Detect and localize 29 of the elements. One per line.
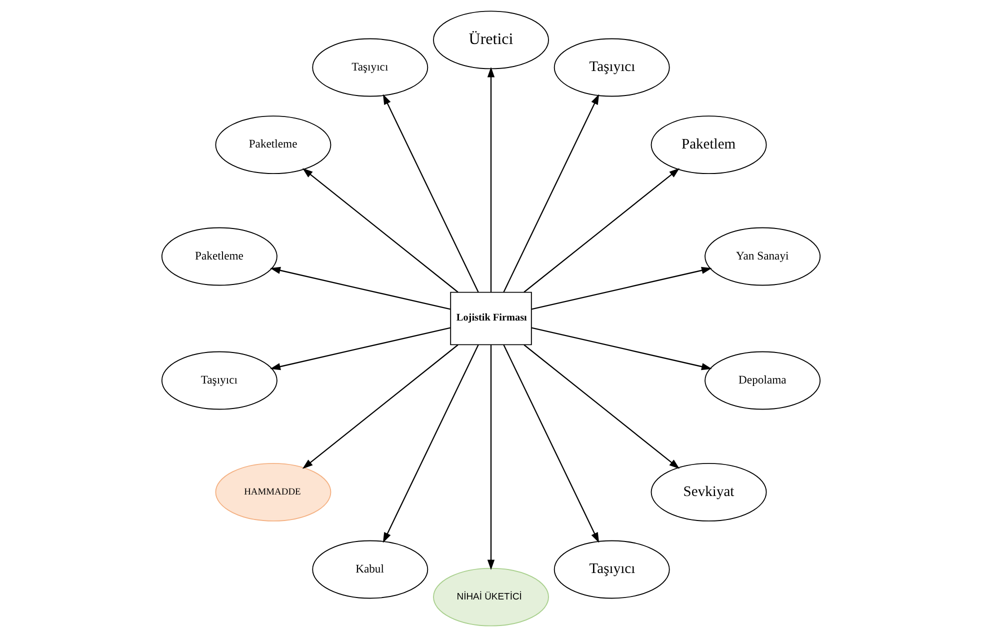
arrow xyxy=(531,327,712,370)
arrow xyxy=(523,344,680,469)
arrow xyxy=(502,344,599,543)
arrow xyxy=(486,344,494,570)
node-ellipse: NİHAİ ÜKETİCİ xyxy=(432,568,548,626)
arrow xyxy=(302,344,458,469)
arrow xyxy=(302,168,458,293)
node-ellipse: Taşıyıcı xyxy=(160,351,277,410)
arrow xyxy=(270,327,450,370)
arrow xyxy=(531,266,712,310)
node-ellipse: Sevkiyat xyxy=(650,462,766,522)
arrow xyxy=(502,94,599,292)
arrow xyxy=(523,168,680,293)
arrow xyxy=(382,344,478,543)
arrow xyxy=(486,66,494,292)
arrow xyxy=(270,266,450,310)
node-box: Lojistik Firması xyxy=(450,292,532,346)
node-ellipse: Taşıyıcı xyxy=(553,540,670,599)
node-ellipse: HAMMADDE xyxy=(214,462,331,522)
node-ellipse: Kabul xyxy=(312,540,428,599)
node-ellipse: Taşıyıcı xyxy=(553,38,670,97)
node-ellipse: Üretici xyxy=(432,10,548,70)
node-ellipse: Depolama xyxy=(704,351,820,410)
arrow xyxy=(382,94,478,292)
node-ellipse: Paketleme xyxy=(214,116,331,174)
node-ellipse: Paketleme xyxy=(160,227,277,286)
node-ellipse: Yan Sanayi xyxy=(704,227,820,286)
node-ellipse: Taşıyıcı xyxy=(312,38,428,97)
node-ellipse: Paketlem xyxy=(650,116,766,174)
